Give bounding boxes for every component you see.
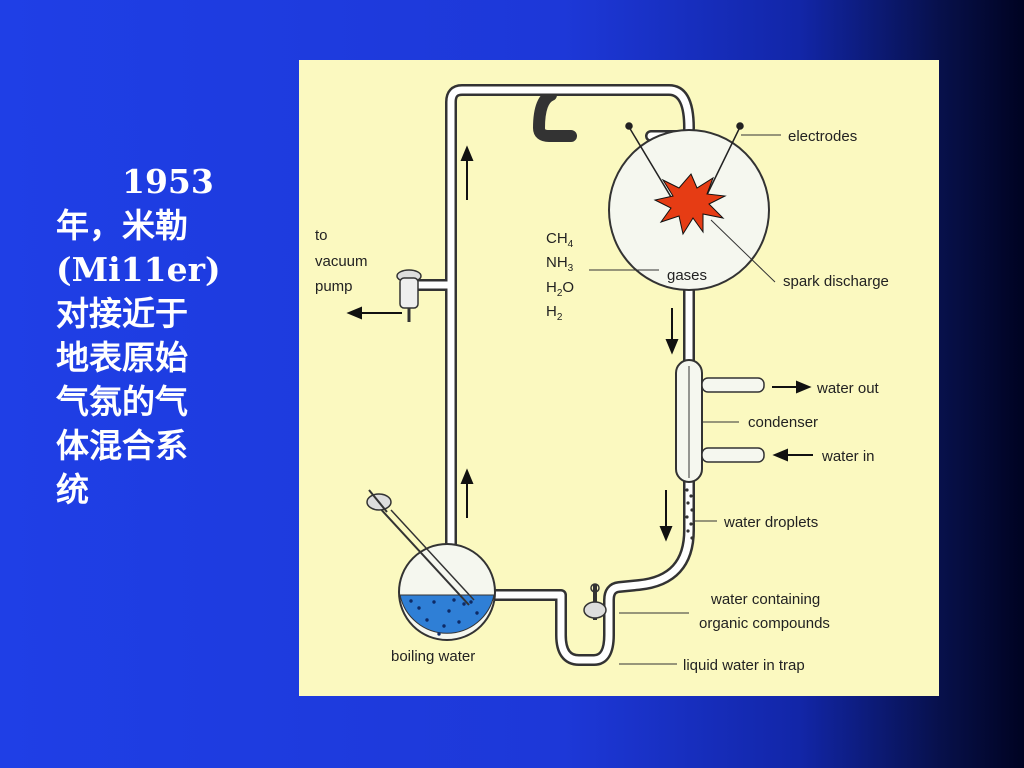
condenser [675,359,765,483]
electrodes-wires [625,122,744,208]
label-water-out: water out [816,380,880,397]
spark-discharge-icon [653,173,727,236]
label-electrodes: electrodes [788,128,857,145]
water-droplets-dots [685,488,694,540]
formula-hydrogen: H2 [546,303,563,323]
flow-arrows [346,145,813,542]
gas-formula-list: CH4 NH3 H2O H2 [546,230,574,323]
label-liquid-water-in-trap: liquid water in trap [683,657,805,674]
miller-experiment-diagram: electrodes spark discharge gases to vacu… [299,60,939,696]
formula-methane: CH4 [546,230,574,250]
apparatus-drawing: electrodes spark discharge gases to vacu… [315,84,889,674]
label-condenser: condenser [748,414,818,431]
label-spark-discharge: spark discharge [783,273,889,290]
label-organic-compounds: organic compounds [699,615,830,632]
label-water-droplets: water droplets [723,514,818,531]
trap-stopcock [583,583,607,620]
label-boiling-water: boiling water [391,648,475,665]
label-water-containing: water containing [710,591,820,608]
label-pump: pump [315,278,353,295]
label-gases: gases [667,267,707,284]
label-to: to [315,227,328,244]
formula-water: H2O [546,279,574,299]
label-water-in: water in [821,448,875,465]
slide-caption: 1953 年，米勒 (Mi11er) 对接近于 地表原始 气氛的气 体混合系 统 [56,162,221,509]
boiling-flask [366,489,496,641]
formula-ammonia: NH3 [546,254,574,274]
vacuum-stopcock [396,269,422,322]
label-vacuum: vacuum [315,253,368,270]
leader-lines [589,134,781,665]
